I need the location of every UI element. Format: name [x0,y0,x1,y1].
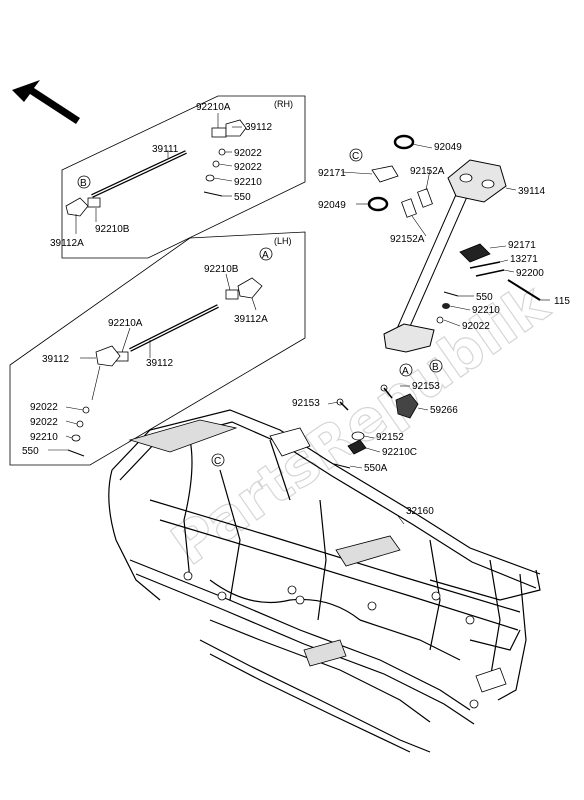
cotter-550a [333,463,351,469]
rh-tie-rod-end-39112 [225,119,247,137]
label-92022-a: 92022 [234,148,262,159]
label-92210b-lh: 92210B [204,264,239,275]
oil-seal-92049-top [393,134,415,150]
frame-plates [128,419,507,709]
steering-bottom-flange [383,323,435,353]
lh-tie-rod-end-39112a [237,277,263,299]
label-39112-lh-b: 39112 [146,358,174,369]
cotter-13271 [469,261,501,269]
bush-92152 [351,431,365,441]
lh-tie-rod-group: (LH) A 92210B 39112A 92210A 39112 39 [9,231,306,466]
label-92022-lh-b: 92022 [30,417,58,428]
frame-32160 [108,409,541,753]
bolt-115 [507,279,541,301]
front-direction-arrow-icon [12,80,80,124]
rh-nut-92210b [87,197,101,208]
bolt-92200 [475,269,505,277]
svg-text:A: A [402,366,409,377]
label-59266: 59266 [430,405,458,416]
bush-92152a-b [401,198,417,218]
label-92210-col: 92210 [472,305,500,316]
label-115: 115 [554,296,570,307]
label-92022-lh-a: 92022 [30,402,58,413]
lh-nut-92210b [225,289,239,300]
label-39114: 39114 [518,186,546,197]
label-92022-col: 92022 [462,321,490,332]
label-39112a: 39112A [50,238,84,249]
label-92152: 92152 [376,432,404,443]
label-92153-a: 92153 [412,381,440,392]
label-92210-lh: 92210 [30,432,58,443]
oil-seal-92049-bottom [367,196,389,212]
svg-text:C: C [214,456,221,467]
label-550a: 550A [364,463,388,474]
label-92210a: 92210A [196,102,231,113]
column-callout-b [429,359,443,373]
label-39112a-lh: 39112A [234,314,268,325]
label-92200: 92200 [516,268,544,279]
lh-cotter-pin-550 [67,449,85,457]
column-callout-a [399,363,413,377]
rh-box-outline [61,95,306,259]
rh-nut-92210 [205,174,215,182]
label-92153-b: 92153 [292,398,320,409]
nut-92210-col [442,303,450,309]
label-550-lh: 550 [22,446,39,457]
steering-top-plate-39114 [447,159,507,203]
lh-washer-92022-a [82,406,90,414]
label-92171-top: 92171 [318,168,346,179]
label-39112-lh-a: 39112 [42,354,70,365]
svg-text:C: C [352,151,359,162]
svg-text:A: A [262,250,269,261]
rh-callout-b [77,175,91,189]
svg-text:B: B [432,362,439,373]
lh-nut-92210 [71,434,81,442]
bracket-59266 [395,393,419,419]
clamp-92171-top [371,165,399,183]
label-92152a-bottom: 92152A [390,234,425,245]
lh-tie-rod-end-39112 [95,345,121,367]
label-92210a-lh: 92210A [108,318,143,329]
rh-side-tag: (RH) [274,99,293,109]
label-13271: 13271 [510,254,538,265]
label-39112: 39112 [245,122,273,133]
label-92171-lower: 92171 [508,240,536,251]
lh-box-outline [9,231,306,466]
steering-column-group: C B A 92049 92171 [292,134,570,525]
rh-nut-92210a [211,127,227,138]
rh-washer-92022-a [218,148,226,156]
rh-cotter-pin-550 [203,191,223,197]
frame-callout-c [211,453,225,467]
clamp-92171-lower [459,243,491,263]
bush-92152a-a [417,188,433,208]
rh-tie-rod-end-39112a [65,197,89,217]
lh-callout-a [259,247,273,261]
cotter-550 [443,291,459,297]
rh-tie-rod-group: (RH) B 92210A 39112 39111 920 [50,95,306,259]
label-92049-bottom: 92049 [318,200,346,211]
column-callout-c [349,148,363,162]
lh-washer-92022-b [76,420,84,428]
label-92210b: 92210B [95,224,130,235]
label-32160: 32160 [406,506,434,517]
washer-92022-col [436,316,444,324]
label-92152a-top: 92152A [410,166,445,177]
svg-text:B: B [80,178,87,189]
label-39111: 39111 [152,144,179,155]
label-92049-top: 92049 [434,142,462,153]
label-550-col: 550 [476,292,493,303]
lh-side-tag: (LH) [274,236,292,246]
label-92022-b: 92022 [234,162,262,173]
label-550: 550 [234,192,251,203]
label-92210: 92210 [234,177,262,188]
rh-washer-92022-b [212,160,220,168]
label-92210c: 92210C [382,447,417,458]
